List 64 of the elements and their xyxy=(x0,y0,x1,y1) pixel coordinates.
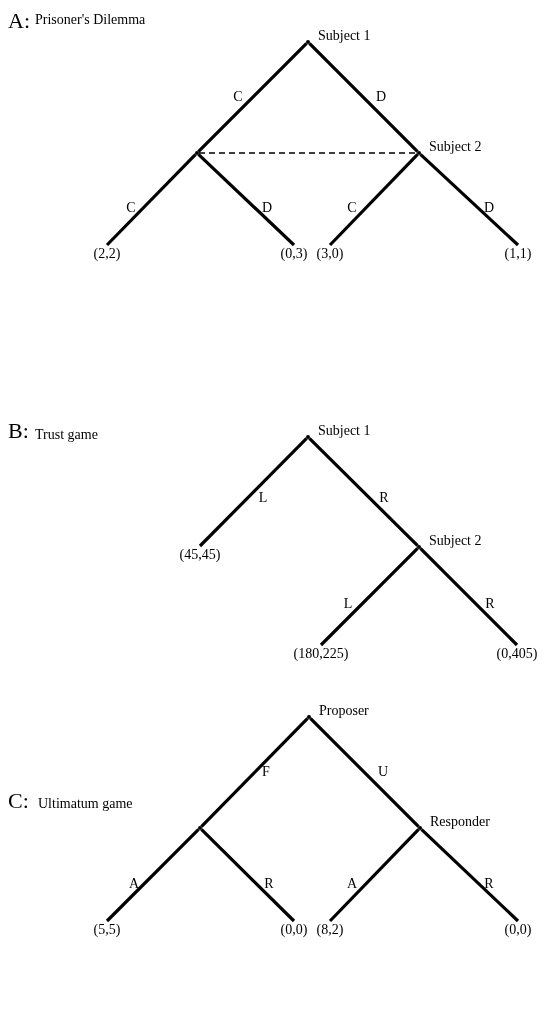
panel-title: Trust game xyxy=(35,427,98,443)
branch-line xyxy=(197,153,296,247)
payoff-label: (0,405) xyxy=(496,645,538,663)
decision-point xyxy=(306,40,310,44)
player-label: Subject 2 xyxy=(429,139,482,155)
decision-point xyxy=(306,435,310,439)
information-set-line xyxy=(198,152,418,154)
branch-line xyxy=(419,547,519,647)
branch-line xyxy=(309,717,420,828)
decision-point xyxy=(418,826,422,830)
decision-point xyxy=(417,545,421,549)
branch-line xyxy=(105,828,200,923)
payoff-label: (180,225) xyxy=(293,645,349,663)
player-label: Subject 2 xyxy=(429,533,482,549)
branch-line xyxy=(200,828,296,923)
decision-point xyxy=(195,151,199,155)
decision-point xyxy=(307,715,311,719)
branch-line xyxy=(308,42,419,153)
edge-label: F xyxy=(262,764,270,780)
branch-line xyxy=(105,153,197,247)
branch-line xyxy=(200,717,309,828)
edge-label: R xyxy=(485,596,495,612)
player-label: Subject 1 xyxy=(318,423,371,439)
panel-title: Ultimatum game xyxy=(38,796,133,812)
edge-label: A xyxy=(346,876,358,892)
branch-line xyxy=(328,153,419,247)
payoff-label: (5,5) xyxy=(93,921,121,939)
payoff-label: (8,2) xyxy=(316,921,344,939)
payoff-label: (2,2) xyxy=(93,245,121,263)
edge-label: D xyxy=(483,200,495,216)
decision-point xyxy=(417,151,421,155)
payoff-label: (0,3) xyxy=(280,245,308,263)
branch-line xyxy=(197,42,308,153)
panel-letter: C: xyxy=(8,788,29,814)
edge-label: R xyxy=(264,876,274,892)
edge-label: D xyxy=(261,200,273,216)
panel-title: Prisoner's Dilemma xyxy=(35,12,146,28)
payoff-label: (3,0) xyxy=(316,245,344,263)
panel-letter: B: xyxy=(8,418,29,444)
edge-label: C xyxy=(233,89,243,105)
panel-letter: A: xyxy=(8,8,30,34)
edge-label: C xyxy=(347,200,357,216)
payoff-label: (1,1) xyxy=(504,245,532,263)
branch-line xyxy=(319,547,419,647)
edge-label: C xyxy=(126,200,136,216)
branch-line xyxy=(419,153,520,247)
player-label: Proposer xyxy=(319,703,369,719)
branch-line xyxy=(328,828,420,923)
payoff-label: (0,0) xyxy=(280,921,308,939)
edge-label: L xyxy=(258,490,268,506)
player-label: Responder xyxy=(430,814,490,830)
edge-label: L xyxy=(343,596,353,612)
branch-line xyxy=(308,437,419,547)
branch-line xyxy=(198,437,308,548)
edge-label: U xyxy=(377,764,389,780)
branch-line xyxy=(420,828,520,923)
edge-label: R xyxy=(379,490,389,506)
payoff-label: (45,45) xyxy=(179,546,221,564)
edge-label: D xyxy=(375,89,387,105)
decision-point xyxy=(198,826,202,830)
payoff-label: (0,0) xyxy=(504,921,532,939)
edge-label: A xyxy=(128,876,140,892)
player-label: Subject 1 xyxy=(318,28,371,44)
edge-label: R xyxy=(484,876,494,892)
